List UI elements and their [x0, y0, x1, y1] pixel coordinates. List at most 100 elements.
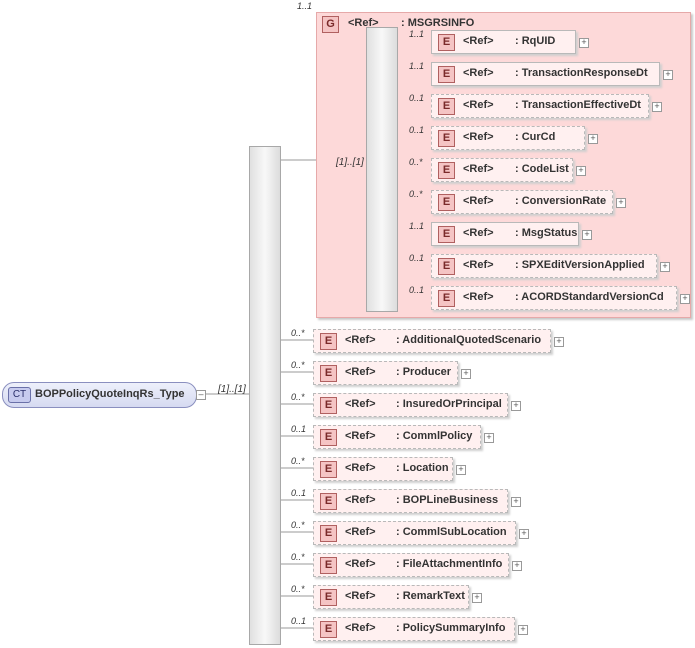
element-cardinality: 0..*: [291, 328, 305, 338]
element-badge: E: [438, 162, 455, 179]
element-node[interactable]: E<Ref>: Location: [313, 457, 453, 481]
element-ref: <Ref>: [345, 398, 376, 410]
element-node[interactable]: E<Ref>: PolicySummaryInfo: [313, 617, 515, 641]
complex-type-node[interactable]: CT BOPPolicyQuoteInqRs_Type: [2, 382, 197, 408]
expand-plus-icon[interactable]: +: [616, 198, 626, 208]
element-node[interactable]: E<Ref>: SPXEditVersionApplied: [431, 254, 657, 278]
collapse-minus-icon[interactable]: –: [196, 390, 206, 400]
element-cardinality: 0..1: [409, 285, 425, 295]
element-name: : TransactionResponseDt: [515, 67, 648, 79]
group-badge: G: [322, 16, 339, 33]
element-name: : CurCd: [515, 131, 556, 143]
element-node[interactable]: E<Ref>: CurCd: [431, 126, 585, 150]
element-badge: E: [320, 525, 337, 542]
element-name: : CommlSubLocation: [396, 526, 507, 538]
element-ref: <Ref>: [345, 590, 376, 602]
element-badge: E: [438, 98, 455, 115]
element-ref: <Ref>: [463, 131, 494, 143]
element-name: : ACORDStandardVersionCd: [515, 291, 664, 303]
element-node[interactable]: E<Ref>: CodeList: [431, 158, 573, 182]
expand-plus-icon[interactable]: +: [588, 134, 598, 144]
element-node[interactable]: E<Ref>: FileAttachmentInfo: [313, 553, 509, 577]
element-name: : Location: [396, 462, 449, 474]
element-cardinality: 0..1: [409, 125, 425, 135]
element-node[interactable]: E<Ref>: AdditionalQuotedScenario: [313, 329, 551, 353]
element-badge: E: [320, 461, 337, 478]
expand-plus-icon[interactable]: +: [660, 262, 670, 272]
expand-plus-icon[interactable]: +: [663, 70, 673, 80]
element-node[interactable]: E<Ref>: ConversionRate: [431, 190, 613, 214]
element-node[interactable]: E <Ref> : Producer: [313, 361, 458, 385]
element-node[interactable]: E<Ref>: ACORDStandardVersionCd: [431, 286, 677, 310]
element-name: : AdditionalQuotedScenario: [396, 334, 542, 346]
element-name: : BOPLineBusiness: [396, 494, 499, 506]
expand-plus-icon[interactable]: +: [519, 529, 529, 539]
element-node[interactable]: E<Ref>: CommlPolicy: [313, 425, 481, 449]
element-ref: <Ref>: [345, 526, 376, 538]
element-name: : PolicySummaryInfo: [396, 622, 506, 634]
element-cardinality: 0..*: [291, 520, 305, 530]
element-badge: E: [320, 333, 337, 350]
element-ref: <Ref>: [463, 163, 494, 175]
group-sequence-bar: [366, 27, 398, 312]
expand-plus-icon[interactable]: +: [652, 102, 662, 112]
element-name: : RemarkText: [396, 590, 465, 602]
complex-type-badge: CT: [8, 387, 31, 403]
group-name: : MSGRSINFO: [401, 17, 475, 29]
expand-plus-icon[interactable]: +: [461, 369, 471, 379]
element-node[interactable]: E<Ref>: InsuredOrPrincipal: [313, 393, 508, 417]
element-ref: <Ref>: [463, 67, 494, 79]
expand-plus-icon[interactable]: +: [511, 401, 521, 411]
group-seq-cardinality: [1]..[1]: [336, 157, 364, 168]
complex-type-name: BOPPolicyQuoteInqRs_Type: [35, 388, 185, 400]
element-ref: <Ref>: [463, 227, 494, 239]
element-node[interactable]: E <Ref> : RemarkText: [313, 585, 469, 609]
expand-plus-icon[interactable]: +: [582, 230, 592, 240]
element-ref: <Ref>: [463, 259, 494, 271]
element-cardinality: 0..*: [291, 584, 305, 594]
element-ref: <Ref>: [345, 366, 376, 378]
element-name: : CommlPolicy: [396, 430, 473, 442]
element-badge: E: [320, 589, 337, 606]
element-node[interactable]: E <Ref> : TransactionEffectiveDt: [431, 94, 649, 118]
element-cardinality: 0..*: [291, 392, 305, 402]
ct-cardinality: [1]..[1]: [218, 384, 246, 395]
expand-plus-icon[interactable]: +: [576, 166, 586, 176]
element-node[interactable]: E<Ref>: RqUID: [431, 30, 576, 54]
element-node[interactable]: E <Ref> : BOPLineBusiness: [313, 489, 508, 513]
element-ref: <Ref>: [463, 99, 494, 111]
element-node[interactable]: E <Ref> : CommlSubLocation: [313, 521, 516, 545]
expand-plus-icon[interactable]: +: [518, 625, 528, 635]
expand-plus-icon[interactable]: +: [511, 497, 521, 507]
element-badge: E: [438, 66, 455, 83]
element-cardinality: 0..1: [291, 616, 307, 626]
expand-plus-icon[interactable]: +: [484, 433, 494, 443]
element-name: : SPXEditVersionApplied: [515, 259, 645, 271]
expand-plus-icon[interactable]: +: [554, 337, 564, 347]
expand-plus-icon[interactable]: +: [680, 294, 690, 304]
element-badge: E: [438, 34, 455, 51]
expand-plus-icon[interactable]: +: [579, 38, 589, 48]
expand-plus-icon[interactable]: +: [512, 561, 522, 571]
element-cardinality: 0..*: [291, 456, 305, 466]
element-name: : ConversionRate: [515, 195, 607, 207]
element-cardinality: 0..*: [291, 552, 305, 562]
expand-plus-icon[interactable]: +: [472, 593, 482, 603]
element-node[interactable]: E<Ref>: MsgStatus: [431, 222, 579, 246]
element-node[interactable]: E <Ref> : TransactionResponseDt: [431, 62, 660, 86]
element-badge: E: [320, 365, 337, 382]
element-name: : TransactionEffectiveDt: [515, 99, 641, 111]
expand-plus-icon[interactable]: +: [456, 465, 466, 475]
element-badge: E: [320, 493, 337, 510]
element-name: : RqUID: [515, 35, 556, 47]
element-badge: E: [320, 557, 337, 574]
main-sequence-bar: [249, 146, 281, 645]
element-ref: <Ref>: [463, 195, 494, 207]
element-badge: E: [320, 429, 337, 446]
group-cardinality: 1..1: [297, 1, 313, 11]
element-name: : Producer: [396, 366, 452, 378]
element-cardinality: 0..1: [409, 253, 425, 263]
element-ref: <Ref>: [345, 494, 376, 506]
element-badge: E: [438, 290, 455, 307]
element-badge: E: [320, 397, 337, 414]
